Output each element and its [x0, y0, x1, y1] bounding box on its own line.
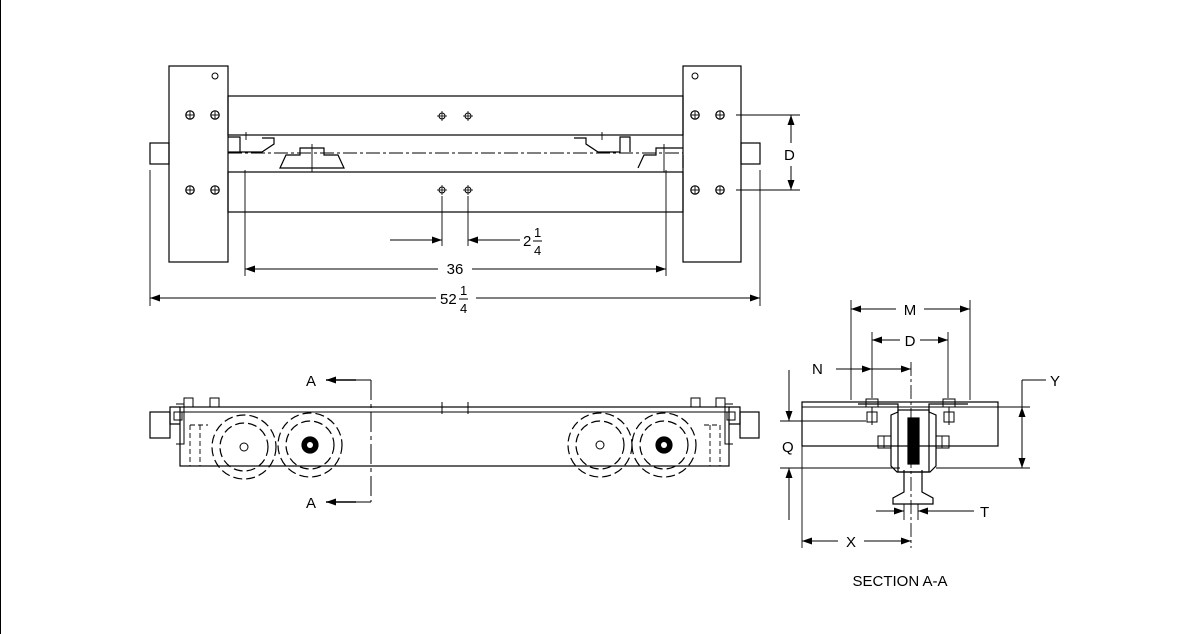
- wheel-bracket-left-upper: [228, 132, 275, 153]
- section-title: SECTION A-A: [852, 573, 947, 590]
- section-rail: [892, 470, 934, 505]
- dim-overall-num: 1: [460, 283, 467, 298]
- bottom-beam: [227, 171, 684, 213]
- side-axle-right: [739, 411, 760, 439]
- dim-spacing-den: 4: [534, 243, 541, 258]
- dim-n: N: [812, 361, 823, 378]
- dim-t: T: [980, 504, 989, 521]
- dim-spacing-whole: 2: [523, 233, 531, 250]
- top-view-dimensions: [150, 115, 795, 302]
- left-axle-stub: [149, 142, 170, 165]
- right-axle-stub: [740, 142, 761, 165]
- side-beam: [179, 406, 730, 467]
- side-axle-left: [149, 411, 171, 439]
- top-view: [149, 65, 800, 306]
- dim-overall-whole: 52: [440, 291, 457, 308]
- dim-d: D: [905, 333, 916, 350]
- wheel-bracket-right-lower: [637, 144, 684, 172]
- section-arrows: [326, 376, 356, 506]
- wheel-bracket-left-lower: [279, 144, 345, 172]
- wheel-2: [277, 412, 343, 478]
- section-marker-top: A: [306, 373, 316, 390]
- dim-rail-span: 36: [447, 261, 464, 278]
- section-view: [780, 300, 1030, 548]
- dim-x: X: [846, 534, 856, 551]
- section-marker-bottom: A: [306, 495, 316, 512]
- side-view: [149, 379, 760, 503]
- dim-y: Y: [1050, 373, 1060, 390]
- wheel-3: [567, 412, 633, 478]
- section-wheel: [897, 409, 930, 473]
- section-dimensions: [785, 305, 1046, 545]
- wheel-1: [211, 414, 277, 480]
- wheel-4: [631, 412, 697, 478]
- wheel-bracket-right-upper: [574, 132, 631, 153]
- section-beam: [801, 401, 999, 447]
- right-end-truck: [682, 65, 742, 263]
- dim-m: M: [904, 302, 917, 319]
- top-beam: [227, 95, 684, 136]
- dim-bolt-row-label: D: [784, 147, 795, 164]
- dim-spacing-num: 1: [534, 225, 541, 240]
- dim-overall-den: 4: [460, 301, 467, 316]
- left-end-truck: [168, 65, 229, 263]
- dim-q: Q: [782, 439, 794, 456]
